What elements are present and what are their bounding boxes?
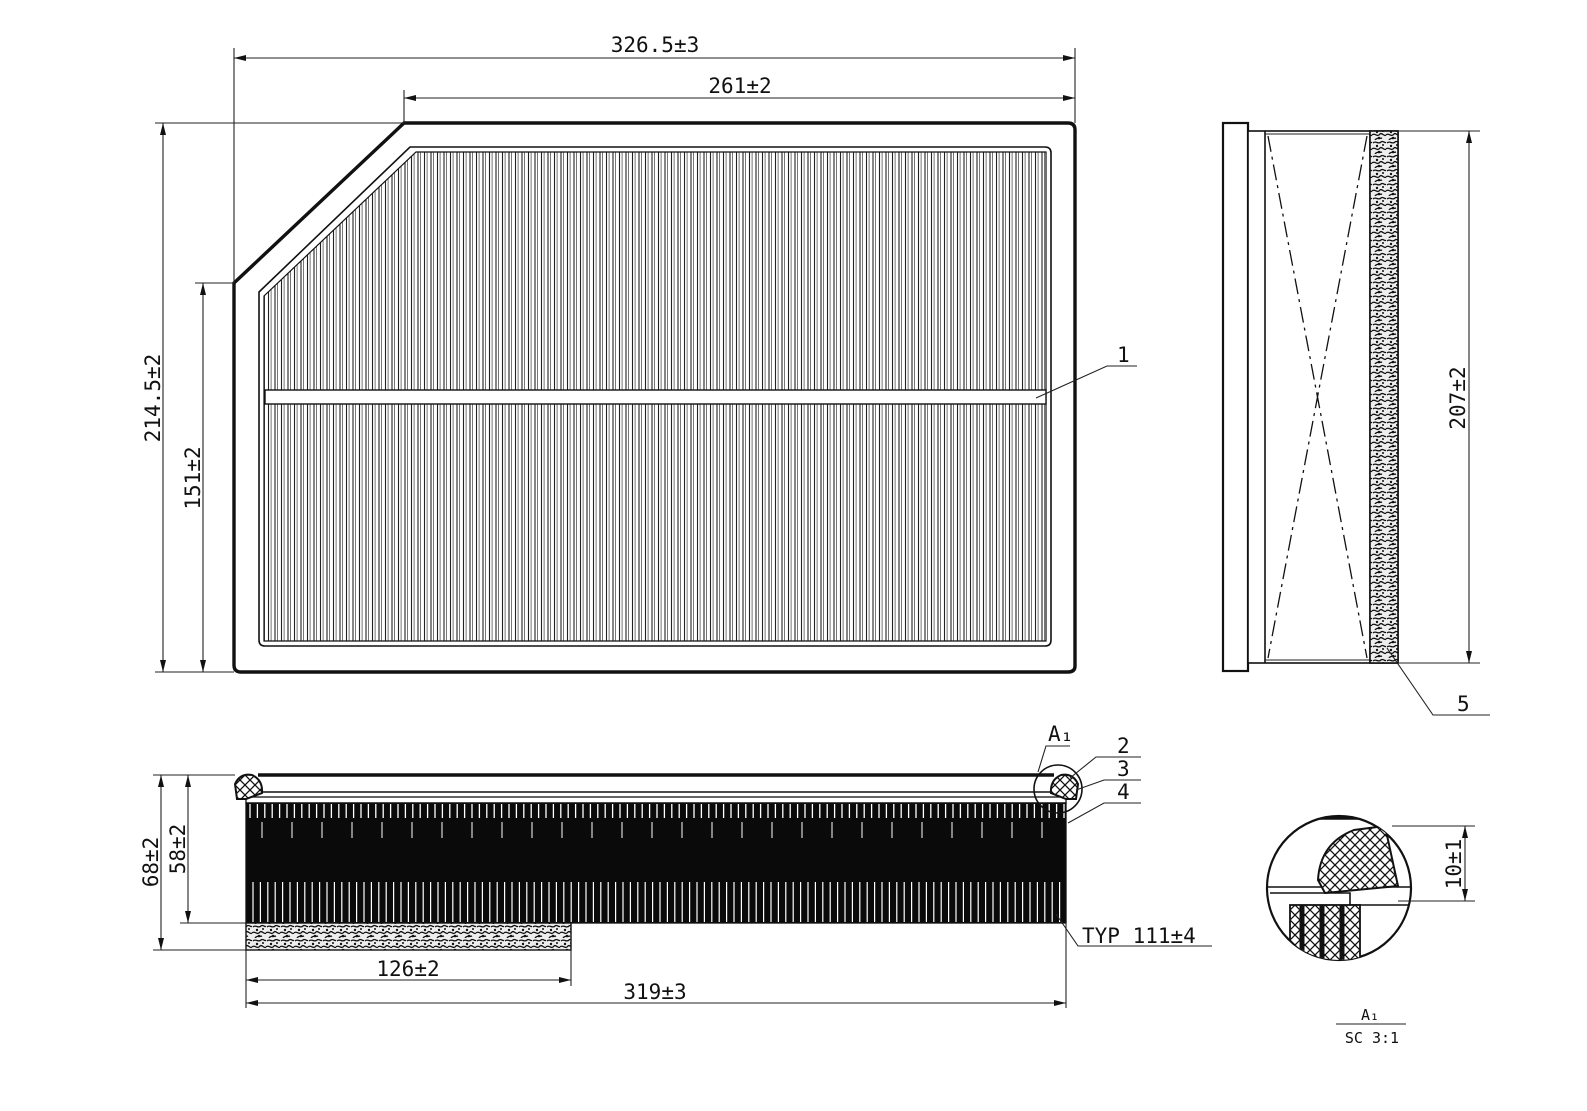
seal-left bbox=[233, 773, 264, 800]
dim-side-height: 151±2 bbox=[181, 446, 205, 509]
frame-inner bbox=[258, 146, 1052, 647]
dim-overall-width: 214.5±2 bbox=[141, 354, 165, 443]
detail-circle bbox=[1033, 764, 1083, 814]
callout-4: 4 bbox=[1117, 780, 1130, 804]
callout-5: 5 bbox=[1457, 692, 1470, 716]
dim-overall-length: 326.5±3 bbox=[611, 33, 700, 57]
dim-seal-height: 10±1 bbox=[1442, 839, 1466, 890]
leader-1 bbox=[1035, 365, 1137, 399]
dim-foam-length: 126±2 bbox=[376, 957, 439, 981]
leader-pleat-count bbox=[1055, 913, 1212, 947]
dim-base-length: 319±3 bbox=[623, 980, 686, 1004]
side-view: 207±2 5 bbox=[1221, 121, 1490, 716]
top-view: 326.5±3 261±2 214.5±2 151±2 1 bbox=[141, 33, 1137, 674]
foam-gasket-front bbox=[245, 922, 572, 951]
frame-top bbox=[245, 796, 1067, 804]
callout-1: 1 bbox=[1117, 343, 1130, 367]
detail-seal bbox=[1316, 824, 1400, 895]
callout-2: 2 bbox=[1117, 734, 1130, 758]
seal-right bbox=[1049, 773, 1080, 800]
callout-3: 3 bbox=[1117, 757, 1130, 781]
side-x-hidden-lines bbox=[1267, 135, 1368, 659]
leader-5 bbox=[1386, 647, 1490, 716]
detail-scale: SC 3:1 bbox=[1345, 1029, 1399, 1047]
pleat-count: TYP 111±4 bbox=[1082, 924, 1196, 948]
detail-view: 10±1 A₁ SC 3:1 bbox=[1265, 814, 1475, 1047]
detail-label: A₁ bbox=[1361, 1006, 1379, 1024]
pleat-block bbox=[246, 803, 1066, 923]
foam-gasket-side bbox=[1369, 130, 1399, 664]
front-view: 68±2 58±2 126±2 319±3 TYP 111±4 A₁ 2 3 4 bbox=[139, 722, 1212, 1008]
dim-pleat-height: 58±2 bbox=[166, 824, 190, 875]
center-rib bbox=[264, 389, 1047, 405]
dim-side-height: 207±2 bbox=[1446, 366, 1470, 429]
side-flange bbox=[1221, 121, 1250, 673]
dim-total-height: 68±2 bbox=[139, 837, 163, 888]
pleat-ticks bbox=[249, 804, 1068, 922]
dim-chamfer-offset: 261±2 bbox=[708, 74, 771, 98]
detail-ref: A₁ bbox=[1048, 722, 1073, 746]
frame-outer bbox=[232, 121, 1077, 674]
